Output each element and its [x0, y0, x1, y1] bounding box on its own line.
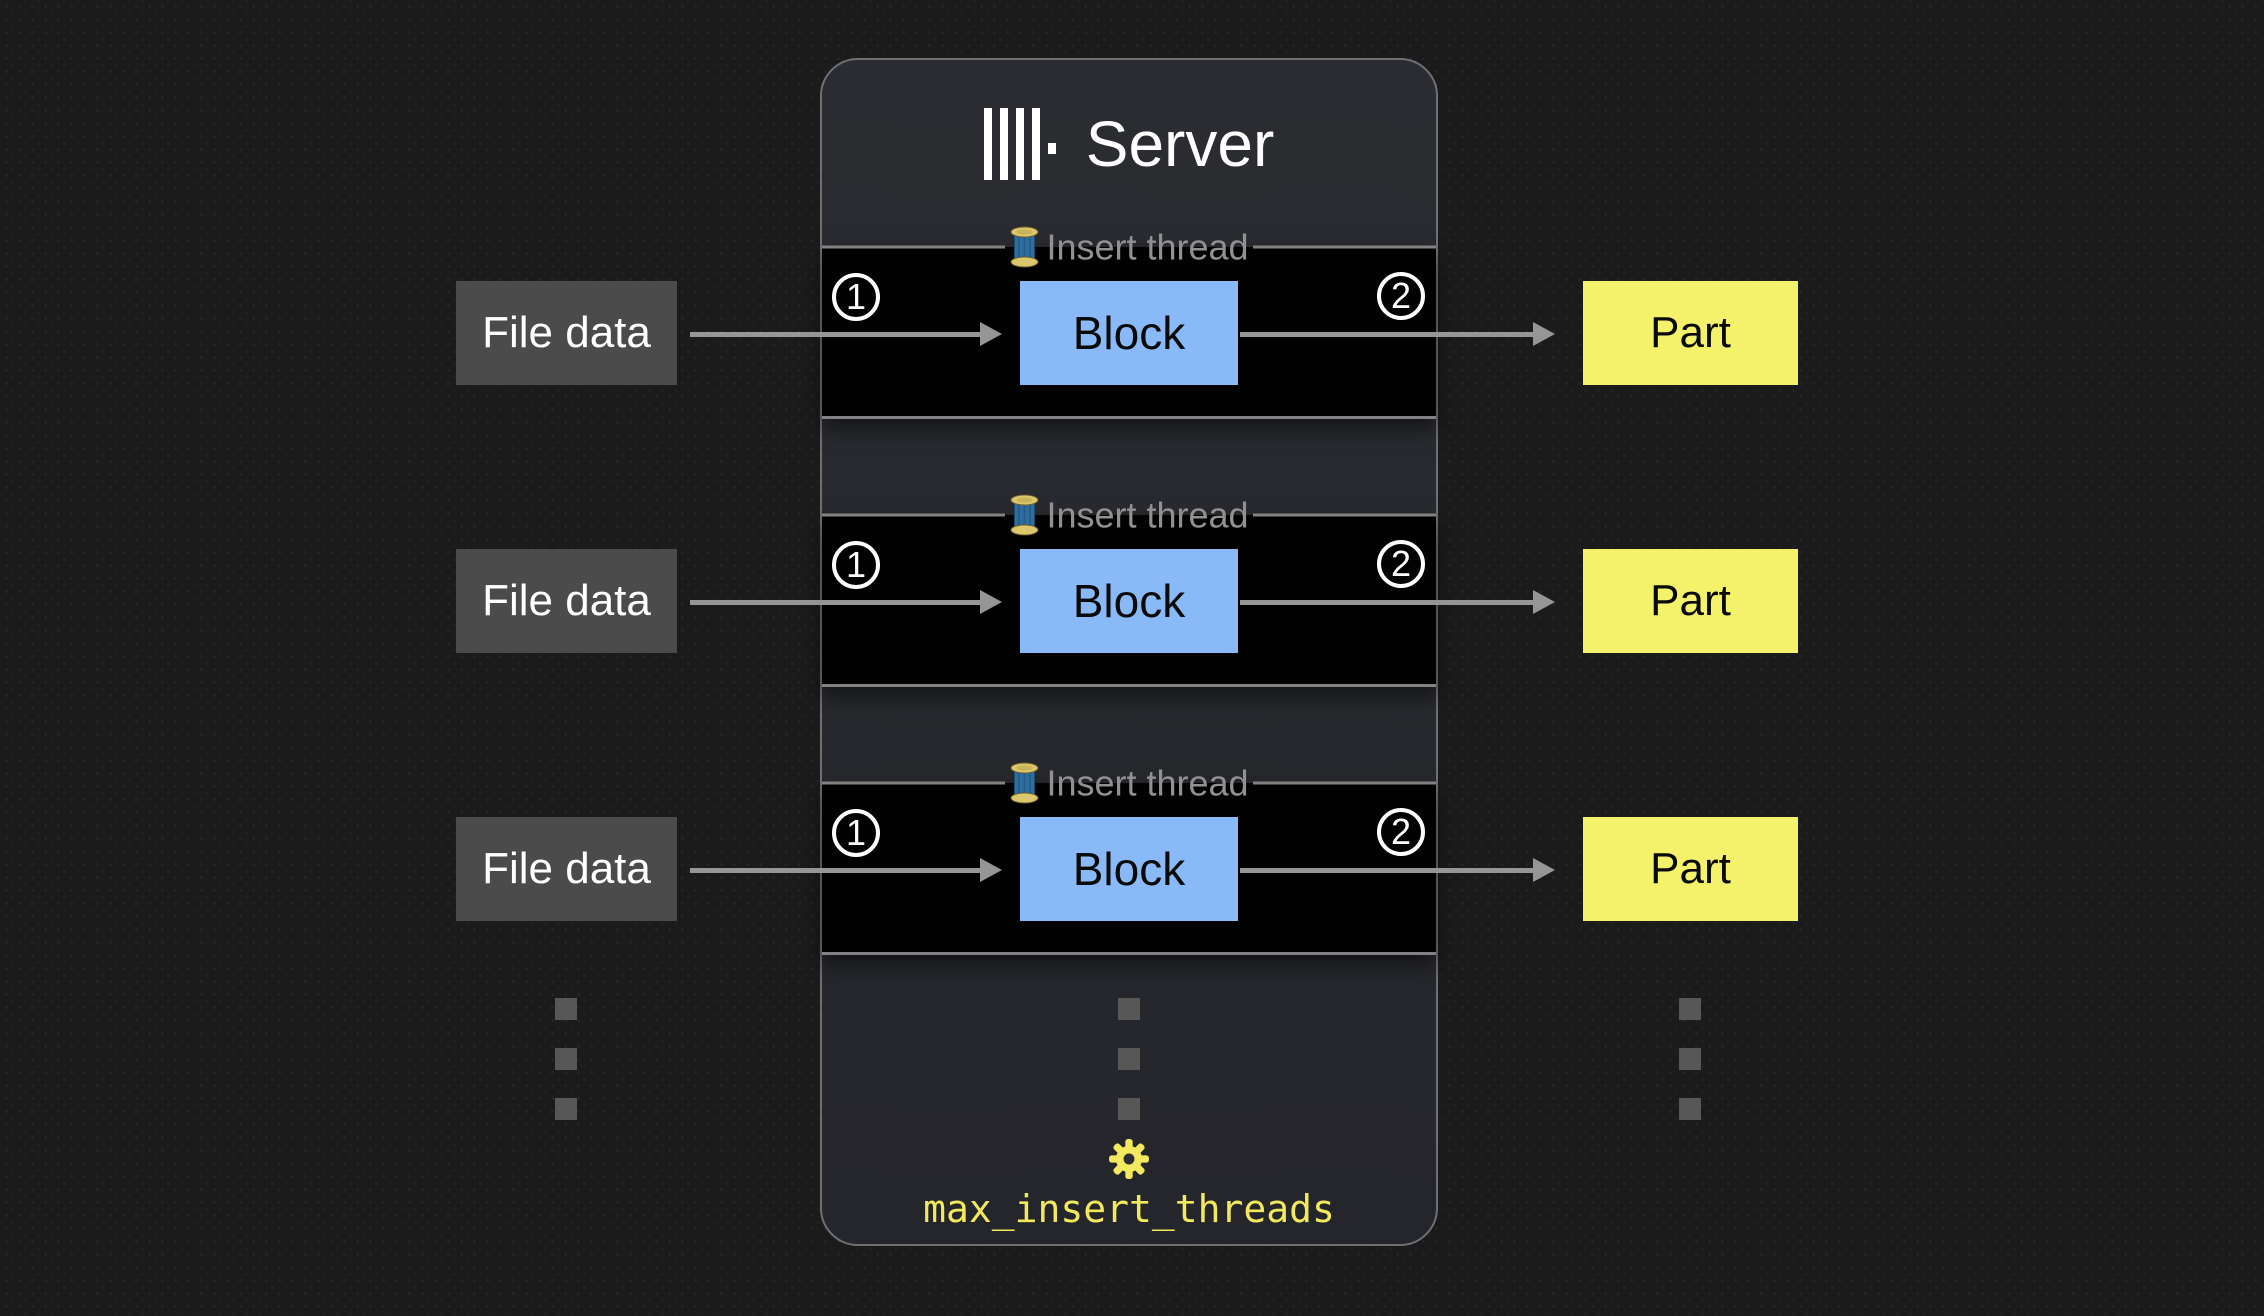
legend-line	[822, 781, 1006, 785]
ellipsis-file-data	[555, 998, 577, 1120]
arrow-file-to-block	[690, 858, 1002, 882]
part-box: Part	[1583, 817, 1798, 921]
step-1-badge: 1	[832, 541, 880, 589]
insert-thread-section: Insert thread 1 2 Block	[822, 226, 1436, 419]
clickhouse-logo-icon	[983, 108, 1056, 180]
file-data-box: File data	[456, 549, 677, 653]
ellipsis-dot	[1679, 998, 1701, 1020]
arrow-block-to-part	[1240, 322, 1555, 346]
logo-bar	[999, 108, 1008, 180]
ellipsis-dot	[1118, 998, 1140, 1020]
insert-thread-label: Insert thread	[1046, 226, 1249, 267]
insert-thread-label: Insert thread	[1046, 494, 1249, 535]
section-legend: Insert thread	[1005, 226, 1252, 269]
section-legend: Insert thread	[1005, 762, 1252, 805]
logo-bar	[1015, 108, 1024, 180]
part-label: Part	[1650, 576, 1731, 625]
ellipsis-dot	[555, 1098, 577, 1120]
part-box: Part	[1583, 549, 1798, 653]
step-1-badge: 1	[832, 809, 880, 857]
arrow-file-to-block	[690, 590, 1002, 614]
arrowhead-icon	[980, 858, 1002, 882]
server-title: Server	[820, 94, 1438, 194]
arrowhead-icon	[1533, 322, 1555, 346]
legend-line	[822, 513, 1006, 517]
arrowhead-icon	[980, 590, 1002, 614]
arrowhead-icon	[980, 322, 1002, 346]
part-label: Part	[1650, 844, 1731, 893]
ellipsis-dot	[1679, 1098, 1701, 1120]
file-data-box: File data	[456, 281, 677, 385]
file-data-label: File data	[482, 844, 651, 893]
logo-bar-short	[1047, 142, 1056, 154]
arrowhead-icon	[1533, 590, 1555, 614]
arrowhead-icon	[1533, 858, 1555, 882]
file-data-label: File data	[482, 576, 651, 625]
block-box: Block	[1020, 549, 1238, 653]
step-2-badge: 2	[1377, 808, 1425, 856]
insert-thread-label: Insert thread	[1046, 762, 1249, 803]
arrow-shaft	[690, 332, 982, 337]
insert-thread-section: Insert thread 1 2 Block	[822, 494, 1436, 687]
server-title-label: Server	[1085, 108, 1275, 180]
block-box: Block	[1020, 817, 1238, 921]
part-box: Part	[1583, 281, 1798, 385]
server-setting: max_insert_threads	[820, 1138, 1438, 1228]
step-2-badge: 2	[1377, 272, 1425, 320]
legend-line	[822, 245, 1006, 249]
section-legend-row: Insert thread	[822, 226, 1436, 269]
arrow-shaft	[1240, 332, 1535, 337]
block-box: Block	[1020, 281, 1238, 385]
logo-bar	[983, 108, 992, 180]
legend-line	[1252, 245, 1436, 249]
thread-spool-icon	[1010, 494, 1039, 536]
arrow-shaft	[690, 600, 982, 605]
ellipsis-parts	[1679, 998, 1701, 1120]
ellipsis-dot	[1679, 1048, 1701, 1070]
ellipsis-dot	[555, 998, 577, 1020]
section-legend-row: Insert thread	[822, 762, 1436, 805]
ellipsis-dot	[555, 1048, 577, 1070]
arrow-shaft	[1240, 600, 1535, 605]
legend-line	[1252, 781, 1436, 785]
arrow-block-to-part	[1240, 590, 1555, 614]
part-label: Part	[1650, 308, 1731, 357]
logo-bar	[1031, 108, 1040, 180]
section-legend: Insert thread	[1005, 494, 1252, 537]
ellipsis-dot	[1118, 1098, 1140, 1120]
legend-line	[1252, 513, 1436, 517]
arrow-shaft	[1240, 868, 1535, 873]
arrow-block-to-part	[1240, 858, 1555, 882]
gear-icon	[1109, 1139, 1149, 1179]
thread-spool-icon	[1010, 226, 1039, 268]
step-2-badge: 2	[1377, 540, 1425, 588]
arrow-shaft	[690, 868, 982, 873]
ellipsis-dot	[1118, 1048, 1140, 1070]
arrow-file-to-block	[690, 322, 1002, 346]
section-legend-row: Insert thread	[822, 494, 1436, 537]
max-insert-threads-label: max_insert_threads	[923, 1187, 1335, 1231]
ellipsis-threads	[1118, 998, 1140, 1120]
file-data-label: File data	[482, 308, 651, 357]
step-1-badge: 1	[832, 273, 880, 321]
file-data-box: File data	[456, 817, 677, 921]
thread-spool-icon	[1010, 762, 1039, 804]
